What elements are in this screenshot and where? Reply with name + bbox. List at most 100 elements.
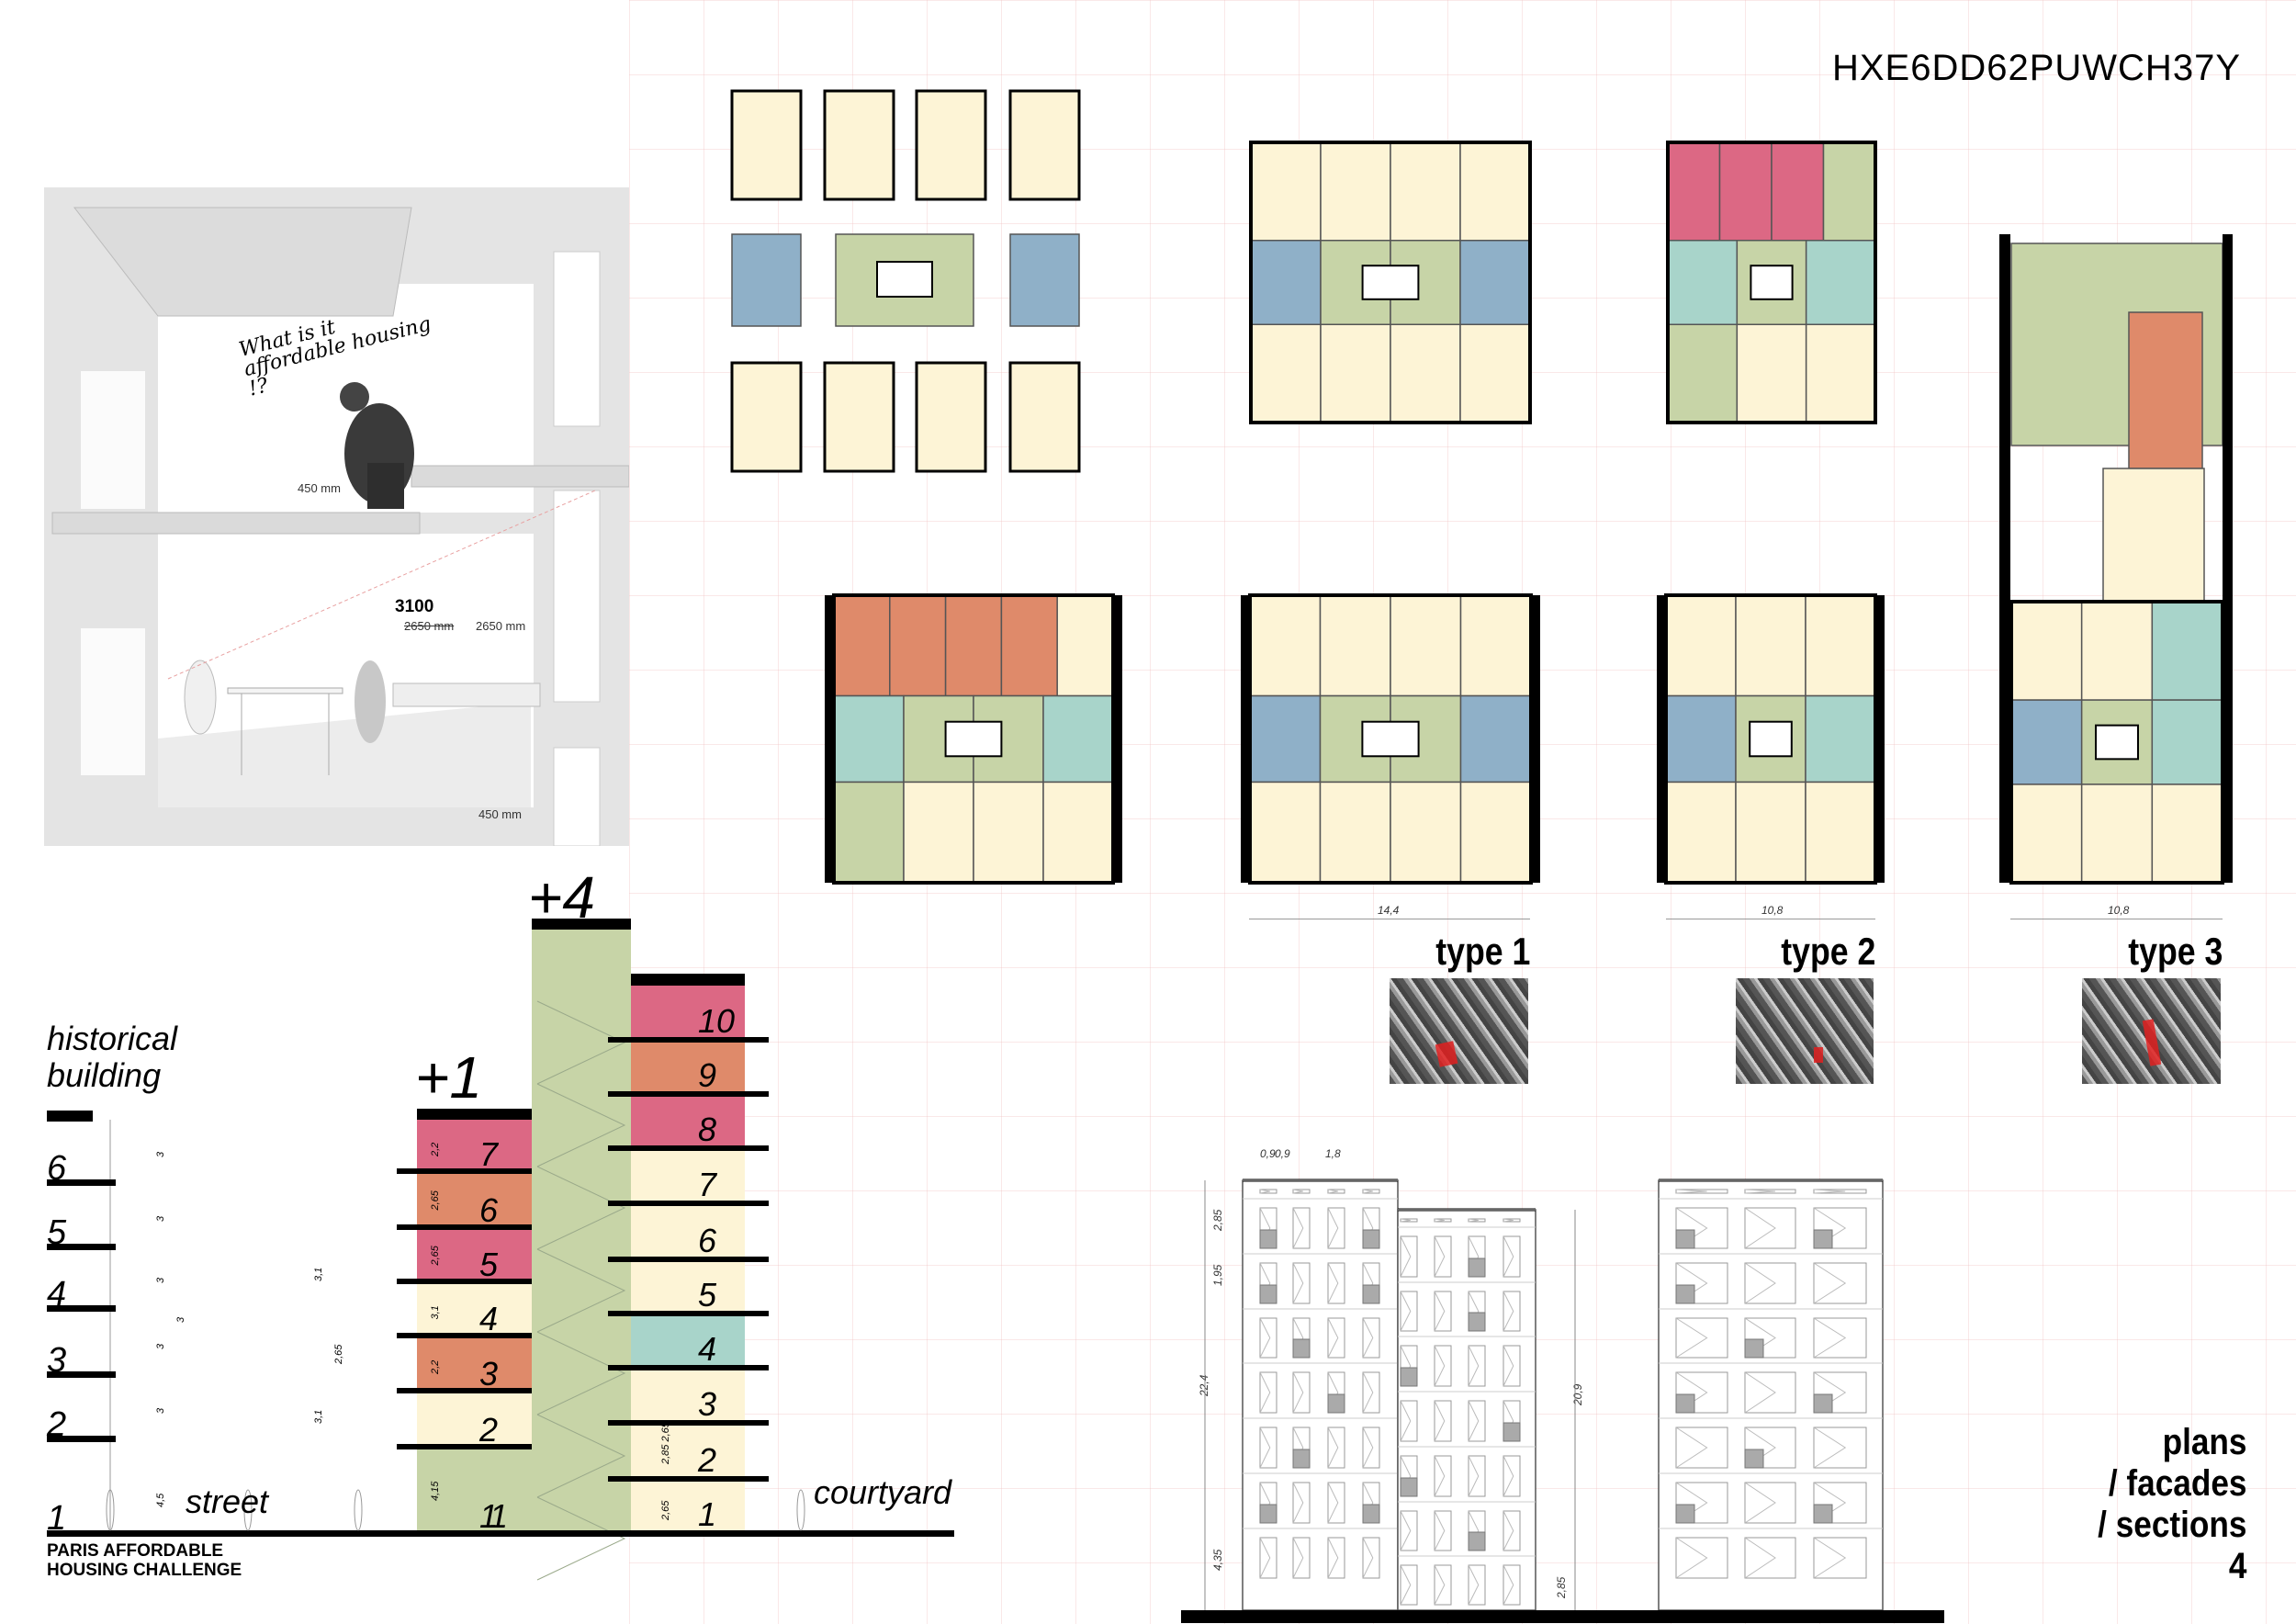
dim-2650: 2650 mm [476,619,526,633]
person-figure-icon [243,1489,253,1531]
apartment-unit [731,362,802,472]
window [1434,1291,1452,1332]
stair-flight [536,1166,626,1250]
type-1-label: type 1 [1435,930,1530,973]
window [1327,1427,1345,1469]
balcony-railing [1362,1229,1380,1249]
floor-number: 4 [47,1275,66,1314]
window-opening [1434,1345,1446,1387]
window [1362,1537,1380,1579]
floor-block [417,1336,532,1391]
floor-slab [397,1168,546,1174]
balcony-railing [1400,1367,1418,1387]
apartment-unit [1009,362,1080,472]
window [1813,1189,1867,1194]
window-opening [1503,1455,1514,1497]
floor-block [417,1171,532,1227]
window [1259,1427,1277,1469]
window-opening [1744,1482,1776,1524]
party-wall [1875,595,1885,883]
room [1735,781,1806,884]
window [1327,1262,1345,1304]
room [1665,694,1737,784]
window [1327,1189,1345,1194]
dim-450-bottom: 450 mm [478,807,522,821]
window-opening [1468,1564,1480,1606]
room [1805,323,1876,423]
stair-core [1750,265,1794,300]
sheet-title-line: / facades [2109,1463,2247,1504]
apartment-unit [2102,468,2205,603]
balcony-railing [1468,1257,1486,1278]
room [1459,594,1532,697]
room [1667,240,1739,325]
floor-number: 4 [479,1300,498,1337]
floor-block [631,1423,745,1479]
room [2080,601,2154,701]
floor-number: 9 [698,1056,716,1094]
ground-base [1181,1610,1944,1623]
window-opening [1434,1400,1446,1442]
floor-block [417,1120,532,1171]
floor-slab [397,1444,546,1449]
room [1249,694,1322,784]
room [2080,784,2154,884]
room [2010,699,2083,785]
window [1259,1317,1277,1359]
window-opening [1400,1400,1412,1442]
window [1434,1400,1452,1442]
sheet-title-line: plans [2163,1422,2247,1462]
window-opening [1434,1455,1446,1497]
room [833,594,891,697]
unit-outline [1008,89,1081,201]
floor-slab [608,1145,769,1151]
window-opening [1362,1371,1374,1414]
window-opening [1400,1510,1412,1551]
bathroom-unit [731,233,802,327]
dim-label: 4,15 [430,1481,441,1501]
balcony-railing [1468,1312,1486,1332]
window-opening [1675,1317,1708,1359]
credit-line-1: PARIS AFFORDABLE [47,1541,224,1561]
floor-number: 7 [698,1166,718,1203]
window-opening [1327,1189,1338,1194]
historical-building-label-1: historical [47,1020,178,1057]
floor-block [417,1447,532,1533]
balcony-railing [1675,1284,1695,1304]
window-opening [1675,1427,1708,1469]
window [1813,1537,1867,1579]
plan-dim-label: 14,4 [1378,904,1400,917]
balcony-railing [1292,1338,1311,1359]
aerial-map-type3 [2082,978,2221,1084]
room [1459,781,1532,884]
room [944,594,1003,697]
room [1805,240,1876,325]
room [1459,240,1531,325]
dim-label: 3,1 [313,1410,324,1424]
window-opening [1503,1345,1514,1387]
window-opening [1400,1235,1412,1278]
room [1000,594,1058,697]
floor-slab [397,1279,546,1284]
dim-3100: 3100 [395,597,434,616]
party-wall [2223,234,2233,883]
balcony-railing [1259,1504,1277,1524]
window [1400,1400,1418,1442]
floor-plans [730,89,2233,885]
credit-line-2: HOUSING CHALLENGE [47,1561,242,1580]
party-wall [1657,595,1666,883]
room [1319,594,1391,697]
ground-line [47,1530,954,1537]
window-opening [1292,1207,1304,1249]
render-drawing [44,187,630,847]
dim-label: 20,9 [1571,1383,1584,1406]
window [1400,1235,1418,1278]
window [1675,1371,1728,1414]
room [1320,141,1391,242]
window-opening [1813,1262,1847,1304]
room [1667,141,1721,242]
courtyard-label: courtyard [814,1473,952,1511]
room [1319,781,1391,884]
window-opening [1813,1427,1847,1469]
